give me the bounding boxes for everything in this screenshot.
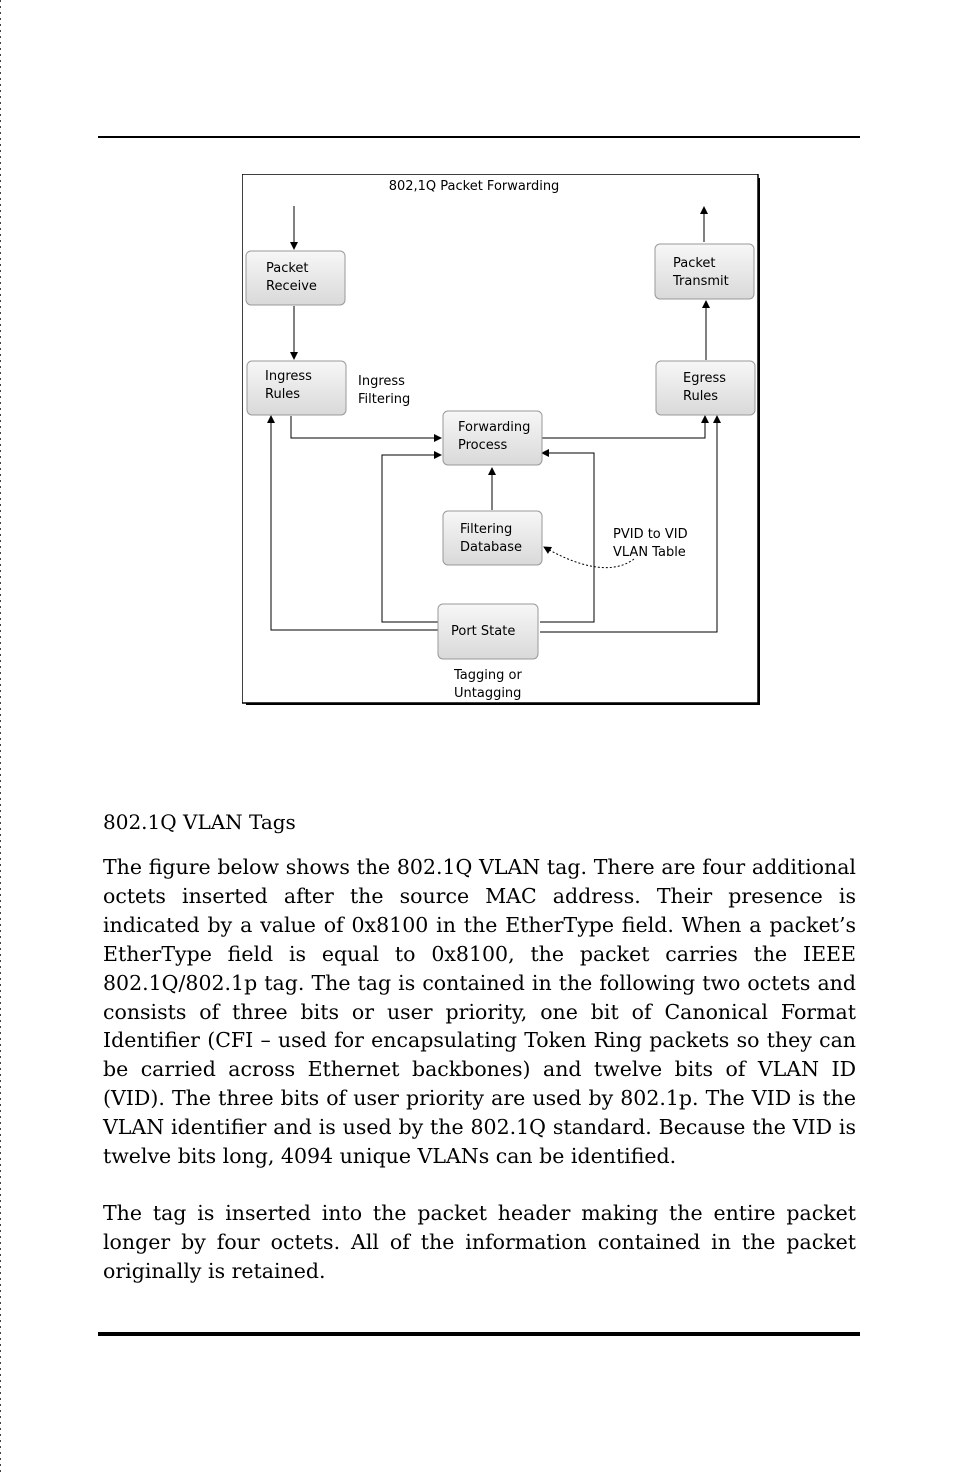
svg-text:Packet: Packet — [673, 256, 716, 271]
label-pvid-to-vid-table: PVID to VID VLAN Table — [613, 527, 688, 560]
svg-text:Ingress: Ingress — [265, 369, 312, 384]
diagram-title: 802,1Q Packet Forwarding — [389, 179, 560, 194]
svg-text:Packet: Packet — [266, 261, 309, 276]
footer-rule — [98, 1332, 860, 1336]
svg-text:Egress: Egress — [683, 371, 726, 386]
packet-forwarding-diagram: 802,1Q Packet Forwarding Packet Receive … — [242, 174, 760, 705]
node-port-state: Port State — [437, 603, 539, 660]
svg-text:Filtering: Filtering — [358, 392, 410, 407]
header-rule — [98, 136, 860, 138]
node-egress-rules: Egress Rules — [655, 360, 756, 416]
arrow-portstate-to-egress — [540, 415, 721, 633]
svg-text:Tagging or: Tagging or — [453, 668, 522, 683]
svg-text:Rules: Rules — [265, 387, 300, 402]
label-ingress-filtering: Ingress Filtering — [358, 374, 410, 407]
node-filtering-database: Filtering Database — [442, 510, 543, 566]
svg-text:VLAN Table: VLAN Table — [613, 545, 686, 560]
body-paragraph-1: The figure below shows the 802.1Q VLAN t… — [103, 855, 856, 1169]
svg-text:Untagging: Untagging — [454, 686, 521, 701]
node-ingress-rules: Ingress Rules — [246, 360, 347, 416]
svg-text:Receive: Receive — [266, 279, 317, 294]
arrow-portstate-to-ingress — [267, 415, 438, 631]
arrow-ingress-to-forwarding — [290, 416, 442, 442]
svg-text:Process: Process — [458, 438, 508, 453]
arrow-pvid-table-to-database — [543, 546, 635, 569]
svg-text:Ingress: Ingress — [358, 374, 405, 389]
svg-text:Filtering: Filtering — [460, 522, 512, 537]
arrow-forwarding-to-egress — [540, 415, 709, 439]
svg-text:Forwarding: Forwarding — [458, 420, 530, 435]
svg-text:PVID to VID: PVID to VID — [613, 527, 688, 542]
section-heading: 802.1Q VLAN Tags — [103, 810, 296, 834]
node-packet-transmit: Packet Transmit — [654, 243, 755, 300]
connectors — [267, 206, 721, 633]
node-forwarding-process: Forwarding Process — [442, 410, 543, 466]
page-edge-border — [0, 0, 1, 1475]
node-packet-receive: Packet Receive — [245, 250, 346, 306]
svg-text:Rules: Rules — [683, 389, 718, 404]
arrow-portstate-to-forwarding-left — [381, 451, 442, 623]
svg-text:Database: Database — [460, 540, 522, 555]
svg-text:Transmit: Transmit — [672, 274, 729, 289]
body-paragraph-2: The tag is inserted into the packet head… — [103, 1201, 856, 1283]
label-tagging-or-untagging: Tagging or Untagging — [453, 668, 522, 701]
arrow-portstate-to-forwarding-right — [540, 449, 595, 623]
svg-text:Port State: Port State — [451, 624, 515, 639]
